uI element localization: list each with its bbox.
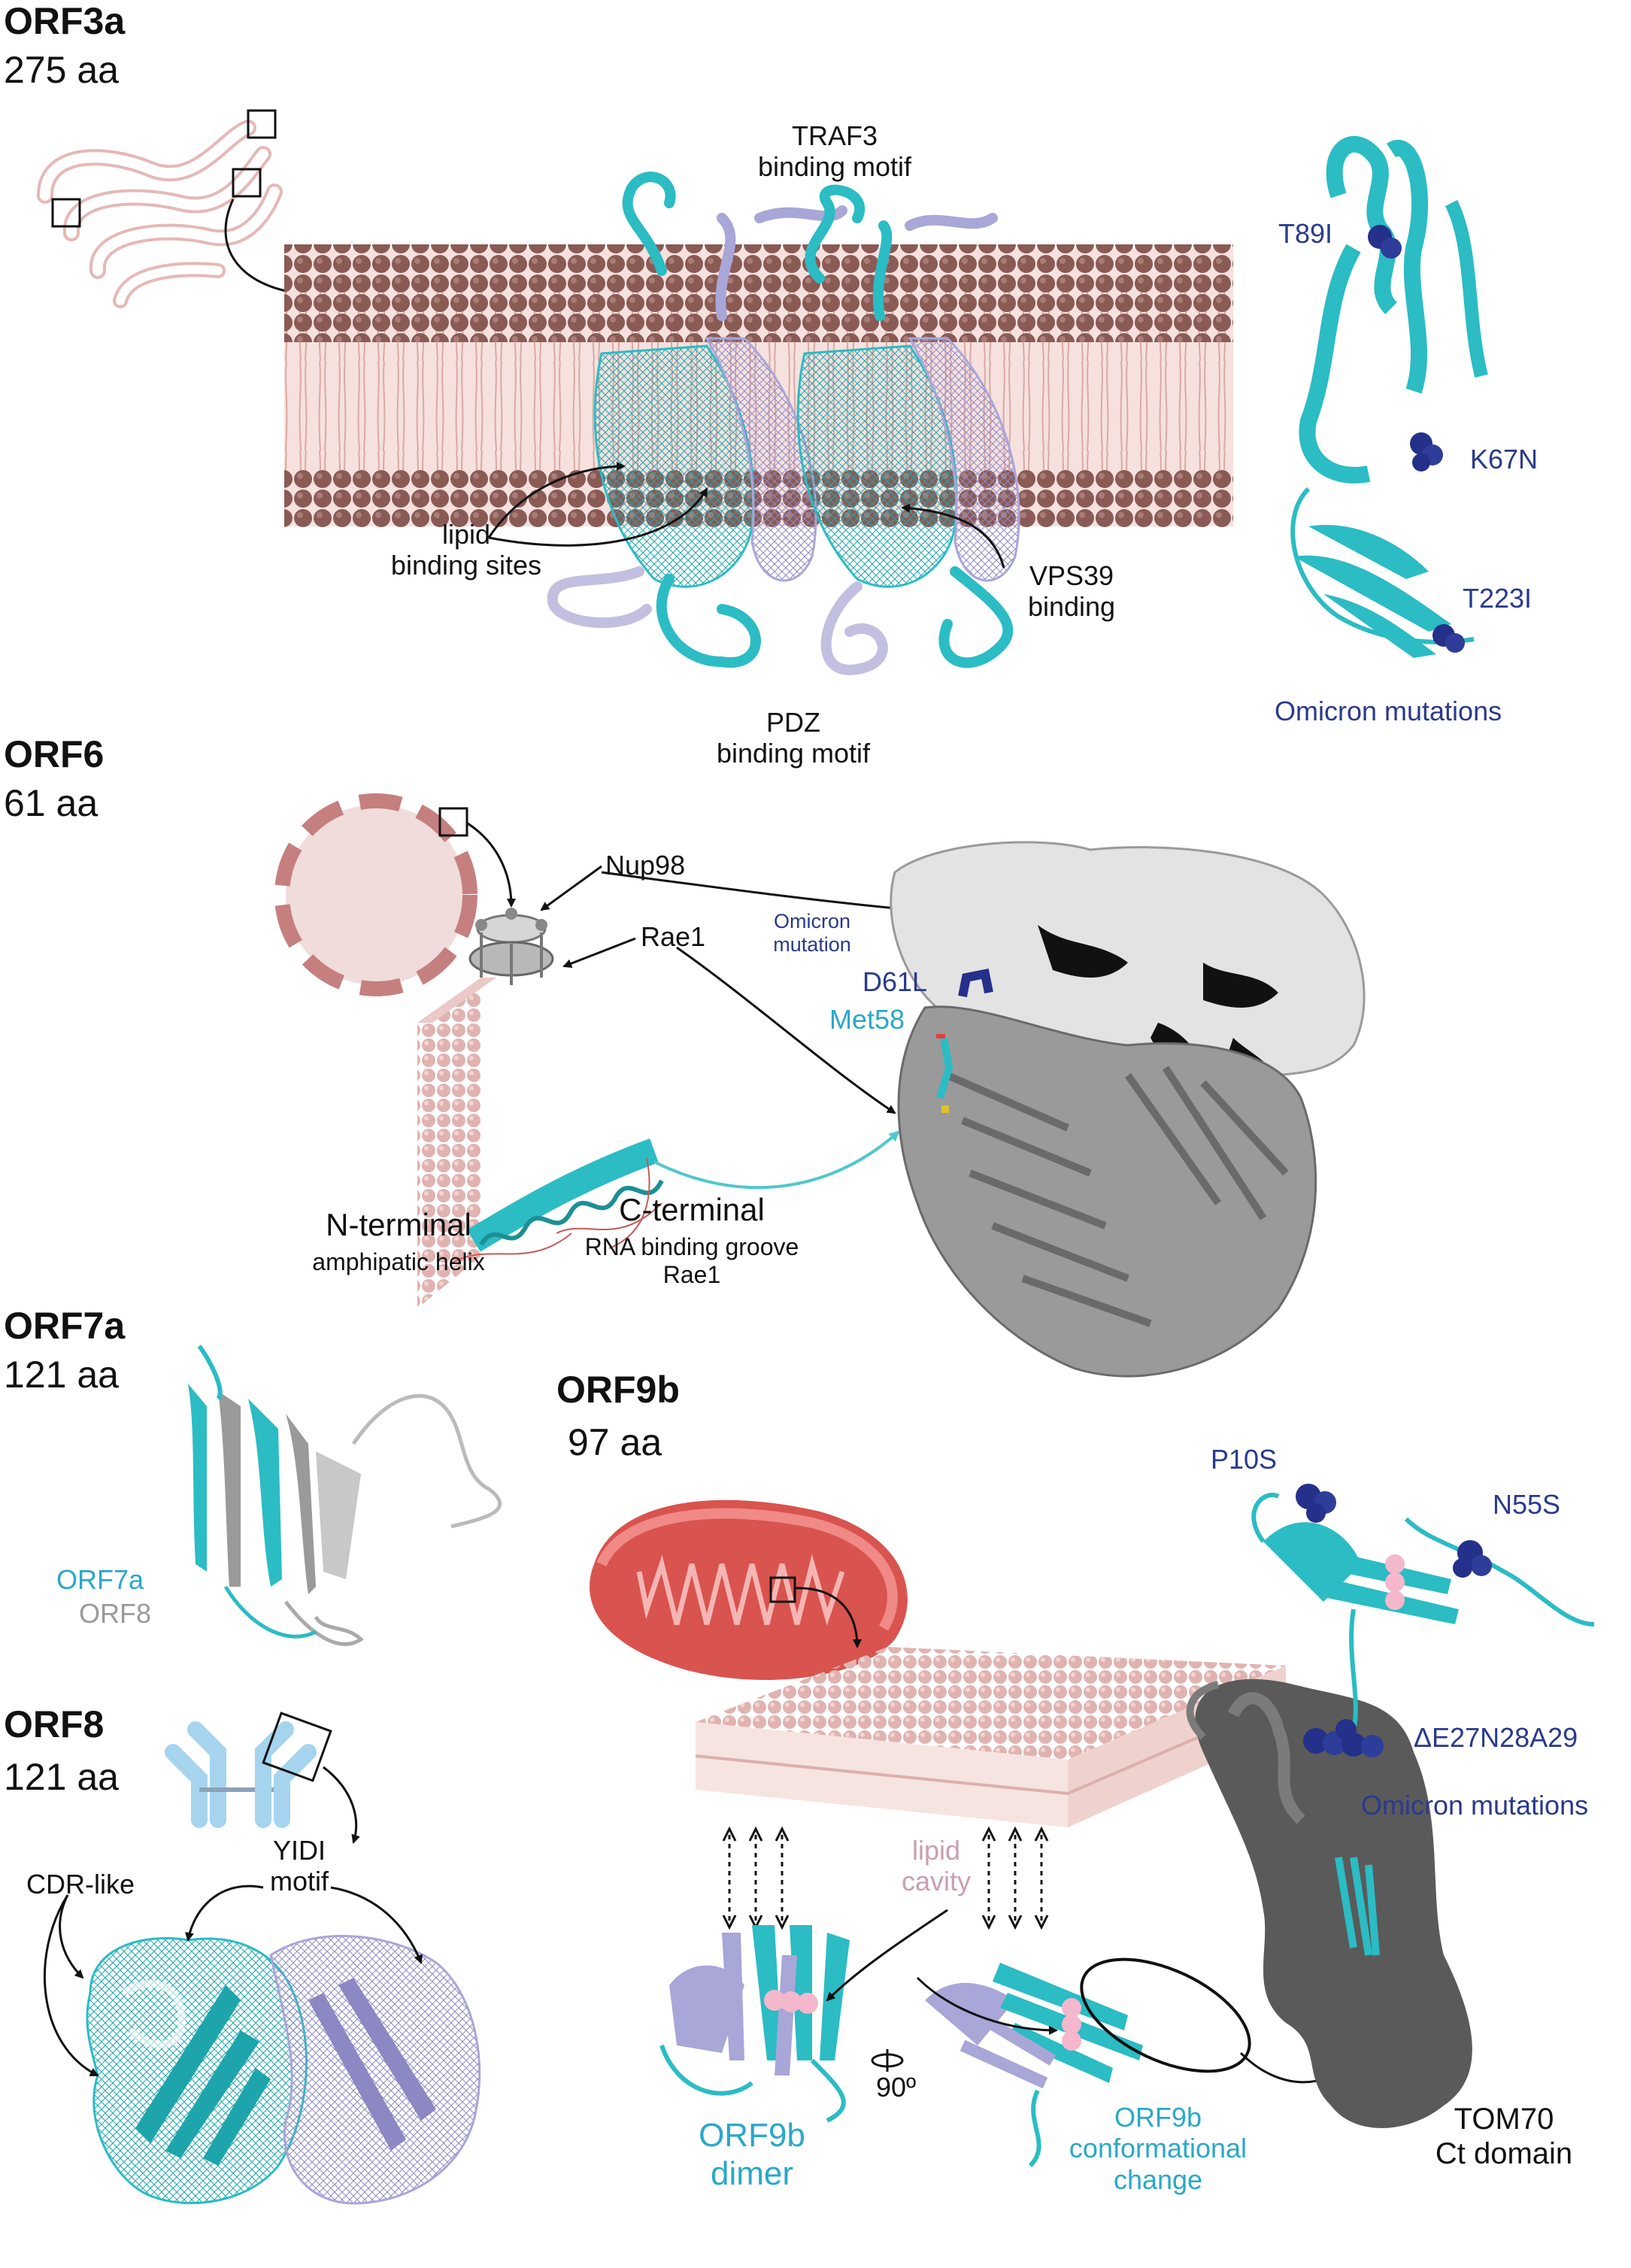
nuclear-pore-icon <box>468 908 554 985</box>
lipid-cavity-label-line2: cavity <box>901 1866 972 1897</box>
traf3-label: TRAF3 binding motif <box>758 120 911 183</box>
orf3a-dimer-left <box>593 171 847 588</box>
orf3a-dimer-right <box>796 184 1020 588</box>
orf3a-mutations-caption: Omicron mutations <box>1275 696 1502 726</box>
traf3-label-line1: TRAF3 <box>791 120 878 151</box>
n-terminal-label: N-terminal <box>326 1207 471 1242</box>
orf9b-mutation-delta: ΔE27N28A29 <box>1414 1722 1578 1753</box>
yidi-motif-label-line1: YIDI <box>272 1835 326 1866</box>
orf3a-arrows <box>487 462 1005 569</box>
orf9b-conformational-line1: ORF9b <box>1114 2102 1202 2133</box>
orf8-length: 121 aa <box>4 1756 119 1798</box>
orf3a-monomer-structure <box>1290 135 1488 658</box>
lipid-binding-label: lipid binding sites <box>391 519 541 581</box>
orf9b-mutation-n55s: N55S <box>1493 1489 1561 1520</box>
yidi-motif-label-line2: motif <box>269 1866 329 1897</box>
lipid-cavity-label: lipid cavity <box>902 1835 971 1897</box>
tom70-structure <box>1186 1678 1472 2128</box>
vps39-label-line1: VPS39 <box>1029 560 1114 591</box>
c-terminal-sublabel-line1: RNA binding groove <box>584 1233 799 1260</box>
orf7a-legend-orf8: ORF8 <box>79 1598 152 1629</box>
tom70-label-line1: TOM70 <box>1454 2103 1554 2136</box>
rae1-label: Rae1 <box>641 921 706 952</box>
orf3a-cytoplasmic-loops <box>547 566 1014 675</box>
n-terminal-sublabel: amphipatic helix <box>312 1248 485 1275</box>
orf6-title: ORF6 <box>4 733 105 775</box>
orf8-dimer-structure <box>86 1935 481 2205</box>
met58-label: Met58 <box>829 1004 905 1035</box>
nuclear-membrane-block <box>417 978 496 1308</box>
vps39-label: VPS39 binding <box>1028 560 1115 623</box>
orf3a-title: ORF3a <box>4 0 126 42</box>
orf7a-legend-orf7a: ORF7a <box>56 1564 144 1595</box>
orf6-helix <box>450 1130 900 1264</box>
orf3a-mutation-t89i: T89I <box>1278 218 1333 249</box>
vps39-label-line2: binding <box>1027 591 1116 623</box>
antibody-icon <box>165 1712 360 1844</box>
lipid-binding-label-line1: lipid <box>441 519 491 550</box>
lipid-cavity-label-line1: lipid <box>911 1835 961 1866</box>
lipid-binding-label-line2: binding sites <box>390 550 542 581</box>
orf9b-conformational-label: ORF9b conformational change <box>1069 2102 1247 2195</box>
orf9b-mutation-p10s: P10S <box>1211 1444 1278 1475</box>
orf9b-mutations-caption: Omicron mutations <box>1361 1790 1589 1821</box>
rotation-icon <box>871 2049 904 2072</box>
pdz-label-line1: PDZ <box>766 707 820 738</box>
nup98-rae1-complex <box>890 841 1366 1378</box>
nup98-label: Nup98 <box>605 850 686 881</box>
orf9b-conformational-line2: conformational <box>1069 2133 1248 2164</box>
mitochondrion-icon <box>590 1499 908 1680</box>
pdz-label: PDZ binding motif <box>717 707 870 769</box>
orf9b-dimer-label: ORF9b dimer <box>699 2117 805 2193</box>
orf7a-orf8-overlay <box>188 1345 502 1646</box>
orf3a-length: 275 aa <box>4 49 119 91</box>
orf9b-dimer-label-line2: dimer <box>710 2154 794 2192</box>
c-terminal-sublabel: RNA binding groove Rae1 <box>585 1233 799 1289</box>
orf3a-mutation-k67n: K67N <box>1470 444 1539 475</box>
tom70-label: TOM70 Ct domain <box>1435 2102 1572 2171</box>
orf6-length: 61 aa <box>4 782 99 824</box>
orf6-omicron-mutation-line1: Omicron <box>773 910 850 932</box>
golgi-icon <box>37 109 301 308</box>
cdr-like-label: CDR-like <box>26 1869 135 1900</box>
orf7a-title: ORF7a <box>4 1305 126 1347</box>
orf7a-length: 121 aa <box>4 1354 119 1396</box>
orf9b-dashed-arrows <box>722 1826 1049 1930</box>
orf9b-dimer-label-line1: ORF9b <box>699 2117 805 2154</box>
orf6-arrows <box>540 865 915 1114</box>
c-terminal-sublabel-line2: Rae1 <box>662 1260 721 1288</box>
orf3a-mutation-t223i: T223I <box>1463 583 1532 614</box>
orf9b-title: ORF9b <box>556 1369 680 1411</box>
tom70-label-line2: Ct domain <box>1435 2137 1573 2170</box>
orf9b-tom70-bound-structure <box>1251 1484 1595 1757</box>
orf8-title: ORF8 <box>4 1703 105 1745</box>
pdz-label-line2: binding motif <box>716 738 871 769</box>
orf6-omicron-mutation-label: Omicron mutation <box>773 910 851 957</box>
nucleus-icon <box>274 793 516 996</box>
c-terminal-label: C-terminal <box>619 1192 765 1227</box>
traf3-label-line2: binding motif <box>757 151 912 183</box>
orf9b-monomer-structure <box>916 1957 1355 2168</box>
rotation-label: 90º <box>876 2072 917 2103</box>
orf9b-length: 97 aa <box>568 1421 662 1463</box>
orf9b-dimer-structure <box>659 1909 948 2123</box>
d61l-label: D61L <box>862 966 928 997</box>
orf9b-conformational-line3: change <box>1113 2163 1203 2195</box>
orf8-arrows <box>43 1884 423 2077</box>
yidi-motif-label: YIDI motif <box>270 1835 329 1897</box>
orf6-omicron-mutation-line2: mutation <box>773 933 851 957</box>
